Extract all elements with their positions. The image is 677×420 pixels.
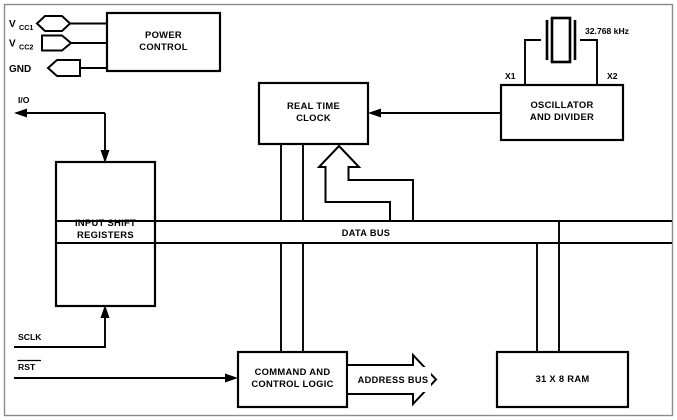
bus-address-label: ADDRESS BUS: [358, 375, 429, 385]
bus-arrow-clock-control-into-rtc: [316, 144, 414, 222]
bus-data-label: DATA BUS: [342, 228, 391, 238]
bus-data-label-backing: [320, 222, 412, 242]
block-oscillator-and-divider[interactable]: [499, 83, 625, 142]
block-power-control-label-line2: CONTROL: [139, 41, 187, 52]
pin-gnd-label: GND: [9, 64, 31, 75]
signal-rst-label: RST: [18, 362, 36, 372]
crystal-frequency-label: 32.768 kHz: [585, 26, 629, 36]
block-input-shift-registers-label-line1: INPUT SHIFT: [75, 217, 136, 228]
block-input-shift-registers[interactable]: [54, 160, 157, 308]
block-input-shift-registers-label-line2: REGISTERS: [77, 229, 134, 240]
crystal-terminal-x1-label: X1: [505, 71, 516, 81]
bus-address-label-backing: [355, 367, 431, 392]
wire-sclk-to-shift-registers: [14, 315, 106, 348]
crystal-body: [550, 16, 572, 64]
pin-vcc1-sublabel: CC1: [19, 23, 33, 32]
wire-x1-to-crystal: [524, 39, 541, 85]
diagram-frame: [3, 3, 674, 417]
block-power-control[interactable]: [105, 11, 222, 73]
arrowhead-sclk-into-shift-registers: [100, 305, 110, 318]
pin-vcc2-label: V: [9, 39, 16, 50]
arrowhead-io-out: [14, 108, 27, 118]
block-command-control-label-line1: COMMAND AND: [255, 366, 331, 377]
block-command-and-control-logic[interactable]: [236, 350, 349, 409]
arrowhead-io-into-shift-registers: [100, 150, 110, 163]
pin-vcc2-sublabel: CC2: [19, 43, 33, 52]
pin-vcc1-label: V: [9, 19, 16, 30]
wire-x2-to-crystal: [580, 39, 598, 85]
pin-gnd-symbol[interactable]: [46, 59, 81, 77]
block-ram-label: 31 X 8 RAM: [535, 373, 589, 384]
arrowhead-oscillator-into-rtc: [368, 108, 381, 118]
block-oscillator-label-line2: AND DIVIDER: [530, 111, 594, 122]
pin-vcc2-symbol[interactable]: [41, 34, 73, 52]
block-real-time-clock-label-line1: REAL TIME: [287, 100, 340, 111]
block-ram[interactable]: [495, 350, 630, 409]
block-oscillator-label-line1: OSCILLATOR: [530, 99, 593, 110]
block-real-time-clock[interactable]: [257, 81, 370, 146]
signal-io-label: I/O: [18, 95, 30, 105]
block-power-control-label-line1: POWER: [145, 29, 182, 40]
pin-vcc1-symbol[interactable]: [35, 15, 72, 32]
signal-sclk-label: SCLK: [18, 332, 42, 342]
arrowhead-rst-into-command-control: [225, 373, 238, 383]
crystal-terminal-x2-label: X2: [607, 71, 618, 81]
block-command-control-label-line2: CONTROL LOGIC: [251, 378, 333, 389]
block-real-time-clock-label-line2: CLOCK: [296, 112, 331, 123]
